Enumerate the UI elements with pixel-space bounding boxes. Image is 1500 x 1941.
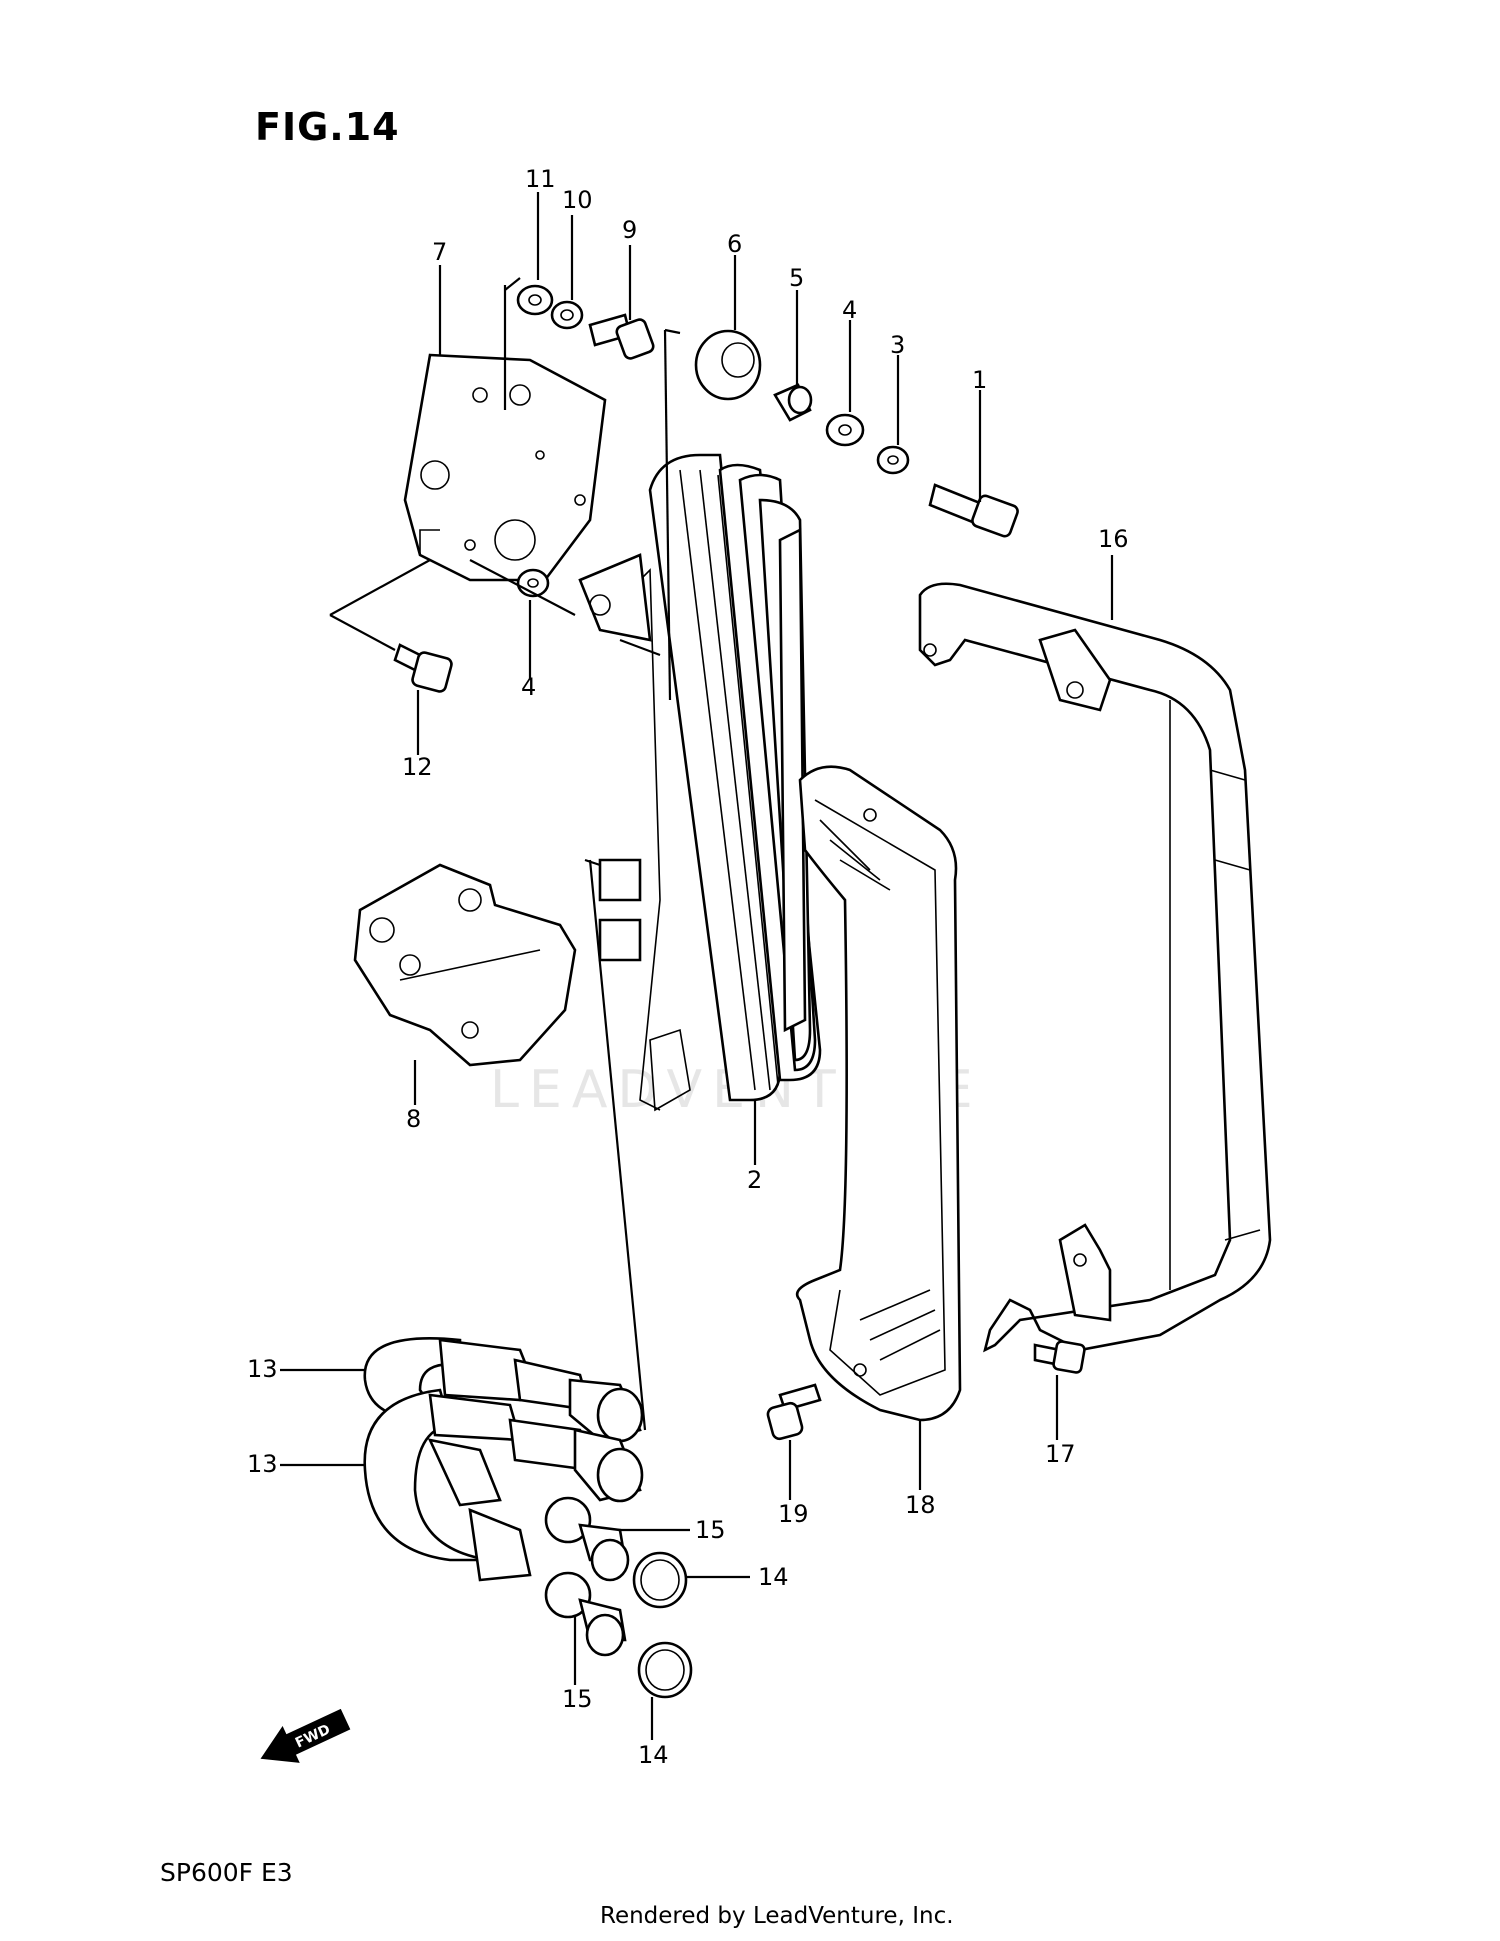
callout-14-upper: 14 — [758, 1563, 789, 1591]
callout-9: 9 — [622, 216, 637, 244]
callout-11: 11 — [525, 165, 556, 193]
oil-cooler-core-1 — [578, 453, 822, 1112]
callout-19: 19 — [778, 1500, 809, 1528]
oil-hose-13-upper — [363, 1337, 644, 1443]
callout-16: 16 — [1098, 525, 1129, 553]
fwd-arrow-icon: FWD — [260, 1708, 351, 1763]
washer-11 — [516, 284, 554, 316]
bracket-7 — [403, 353, 607, 582]
callout-18: 18 — [905, 1491, 936, 1519]
spacer-collar-5 — [773, 383, 813, 422]
callout-8: 8 — [406, 1105, 421, 1133]
bolt-9 — [588, 313, 655, 360]
callout-labels: 1 3 4 4 5 6 7 8 9 10 11 12 13 13 14 14 1… — [247, 165, 1129, 1769]
callout-2: 1 — [972, 366, 987, 394]
bolt-17 — [1033, 1340, 1086, 1374]
callout-4-lower: 4 — [521, 673, 536, 701]
flange-bolt-12 — [393, 643, 453, 693]
model-code: SP600F E3 — [160, 1858, 293, 1887]
union-bolt-15-lower — [544, 1571, 627, 1657]
union-bolt-15-upper — [544, 1496, 630, 1582]
callout-13-upper: 13 — [247, 1355, 278, 1383]
figure-title: FIG.14 — [255, 105, 400, 149]
callout-1: 2 — [747, 1166, 762, 1194]
callout-3: 3 — [890, 331, 905, 359]
callout-12: 12 — [402, 753, 433, 781]
gasket-14-lower — [637, 1641, 693, 1699]
callout-7: 7 — [432, 238, 447, 266]
lock-washer-10 — [550, 300, 584, 330]
bolt-19 — [766, 1383, 822, 1441]
leader-lines — [280, 192, 1114, 1740]
rubber-cushion-6 — [694, 329, 762, 401]
bracket-8 — [353, 863, 577, 1067]
callout-13-lower: 13 — [247, 1450, 278, 1478]
callout-10: 10 — [562, 186, 593, 214]
bolt-2 — [928, 483, 1019, 538]
gasket-14-upper — [632, 1551, 688, 1609]
assembly-lines — [329, 277, 681, 1431]
callout-15-upper: 15 — [695, 1516, 726, 1544]
washer-3 — [876, 445, 910, 475]
callout-6: 6 — [727, 230, 742, 258]
footer-credit: Rendered by LeadVenture, Inc. — [600, 1903, 954, 1929]
cooler-cover-18 — [795, 765, 962, 1422]
callout-17: 17 — [1045, 1440, 1076, 1468]
washer-4-top — [825, 413, 865, 447]
oil-hose-13-lower — [363, 1388, 644, 1582]
callout-5: 5 — [789, 264, 804, 292]
callout-14-lower: 14 — [638, 1741, 669, 1769]
callout-15-lower: 15 — [562, 1685, 593, 1713]
guard-frame-16 — [918, 582, 1272, 1353]
callout-4-top: 4 — [842, 296, 857, 324]
